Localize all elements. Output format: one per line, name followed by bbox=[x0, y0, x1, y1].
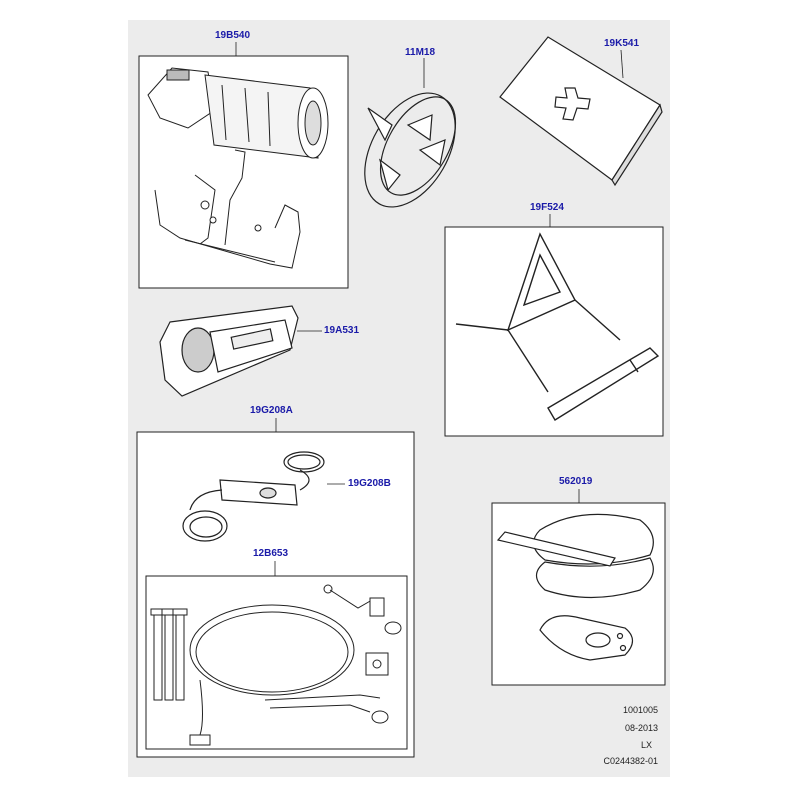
warning-triangle-drawing bbox=[455, 232, 660, 421]
wiring-harness-drawing bbox=[189, 584, 402, 746]
glasses-case-drawing bbox=[496, 513, 654, 661]
fire-extinguisher-drawing bbox=[147, 67, 329, 269]
tracking-unit-drawing bbox=[182, 451, 325, 542]
callout-tracking-cable: 19G208B bbox=[348, 478, 391, 489]
callout-jump-leads: 11M18 bbox=[405, 47, 436, 58]
leader-lines bbox=[235, 42, 624, 576]
callout-warning-triangle: 19F524 bbox=[530, 202, 564, 213]
jump-leads-drawing bbox=[364, 92, 457, 208]
callout-fire-extinguisher: 19B540 bbox=[215, 30, 251, 41]
callout-first-aid-kit: 19K541 bbox=[604, 38, 640, 49]
callout-glasses-case: 562019 bbox=[559, 476, 593, 487]
first-aid-kit-drawing bbox=[499, 36, 663, 187]
footer-date: 08-2013 bbox=[624, 723, 658, 733]
callout-wiring-harness: 12B653 bbox=[253, 548, 289, 559]
torch-drawing bbox=[159, 305, 299, 397]
footer-model: LX bbox=[640, 740, 652, 750]
callout-tracking-unit: 19G208A bbox=[250, 405, 293, 416]
footer-ref: 1001005 bbox=[622, 705, 658, 715]
footer-diagram-id: C0244382-01 bbox=[603, 756, 658, 766]
callout-torch: 19A531 bbox=[324, 325, 360, 336]
cable-ties-drawing bbox=[150, 608, 188, 701]
